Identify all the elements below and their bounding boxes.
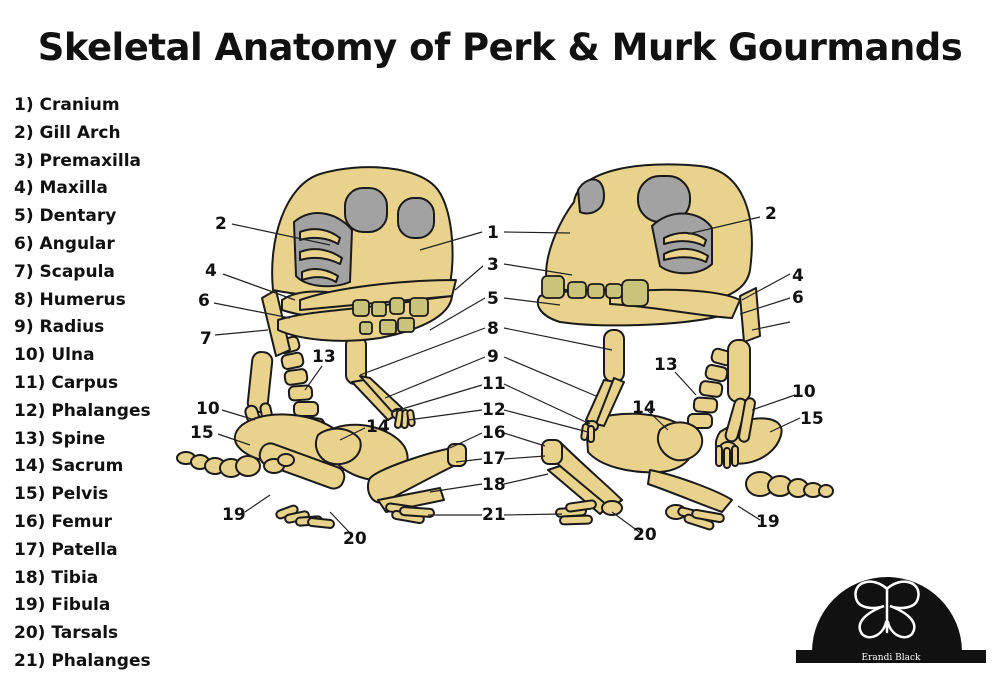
label-16: 16 [482,423,506,443]
label-20-left: 20 [343,529,367,549]
label-14-right: 14 [632,398,656,418]
label-20-right: 20 [633,525,657,545]
label-14-left: 14 [366,417,390,437]
left-tail [176,451,261,478]
legend-item-gill-arch: 2) Gill Arch [14,122,121,143]
legend-item-phalanges-foot: 21) Phalanges [14,650,151,671]
legend-item-scapula: 7) Scapula [14,261,115,282]
legend-item-humerus: 8) Humerus [14,289,126,310]
left-skeleton [176,166,467,529]
diagram-title: Skeletal Anatomy of Perk & Murk Gourmand… [37,26,963,69]
legend-item-premaxilla: 3) Premaxilla [14,150,141,171]
label-15-left: 15 [190,423,214,443]
legend-item-ulna: 10) Ulna [14,345,95,366]
bone-legend: 1) Cranium 2) Gill Arch 3) Premaxilla 4)… [14,92,151,676]
legend-item-cranium: 1) Cranium [14,95,120,115]
label-18: 18 [482,475,506,495]
label-7-left: 7 [200,329,212,349]
right-skeleton [536,163,834,531]
label-9: 9 [487,347,499,367]
butterfly-monogram-icon [854,580,920,639]
label-4-left: 4 [205,261,217,281]
legend-item-femur: 16) Femur [14,511,112,532]
artist-logo: Erandi Black [796,577,986,663]
label-6-left: 6 [198,291,210,311]
right-tail [745,471,834,498]
label-17: 17 [482,449,506,469]
right-near-hand [580,420,599,443]
right-near-foot [555,499,623,526]
label-21: 21 [482,505,506,525]
left-near-foot [263,453,335,529]
label-1: 1 [487,223,499,243]
label-13-left: 13 [312,347,336,367]
legend-item-tarsals: 20) Tarsals [14,623,119,644]
legend-item-maxilla: 4) Maxilla [14,178,108,199]
label-11: 11 [482,374,506,394]
label-5: 5 [487,289,499,309]
label-3: 3 [487,255,499,275]
label-2-left: 2 [215,214,227,234]
label-19-left: 19 [222,505,246,525]
label-8: 8 [487,319,499,339]
right-far-foot [665,504,725,531]
label-10-left: 10 [196,399,220,419]
label-13-right: 13 [654,355,678,375]
legend-item-patella: 17) Patella [14,539,118,560]
legend-item-spine: 13) Spine [14,428,106,449]
legend-item-fibula: 19) Fibula [14,595,111,616]
legend-item-dentary: 5) Dentary [14,206,117,227]
label-6-right: 6 [792,288,804,308]
left-teeth [352,297,429,335]
legend-item-sacrum: 14) Sacrum [14,456,124,477]
label-12: 12 [482,400,506,420]
legend-item-tibia: 18) Tibia [14,567,99,588]
artist-name: Erandi Black [862,653,921,663]
left-far-foot [385,502,435,525]
label-10-right: 10 [792,382,816,402]
label-19-right: 19 [756,512,780,532]
right-far-hand [715,441,739,469]
legend-item-radius: 9) Radius [14,317,105,338]
legend-item-pelvis: 15) Pelvis [14,484,109,505]
label-2-right: 2 [765,204,777,224]
label-15-right: 15 [800,409,824,429]
left-front-hand [391,408,416,429]
right-teeth [541,275,649,307]
legend-item-angular: 6) Angular [14,233,115,254]
label-4-right: 4 [792,266,804,286]
legend-item-phalanges-hand: 12) Phalanges [14,400,151,421]
number-labels: 2 4 6 7 13 10 15 14 19 20 1 3 5 8 9 11 1… [190,204,824,549]
leader-lines [213,216,801,535]
right-spine [687,347,734,429]
legend-item-carpus: 11) Carpus [14,372,119,393]
